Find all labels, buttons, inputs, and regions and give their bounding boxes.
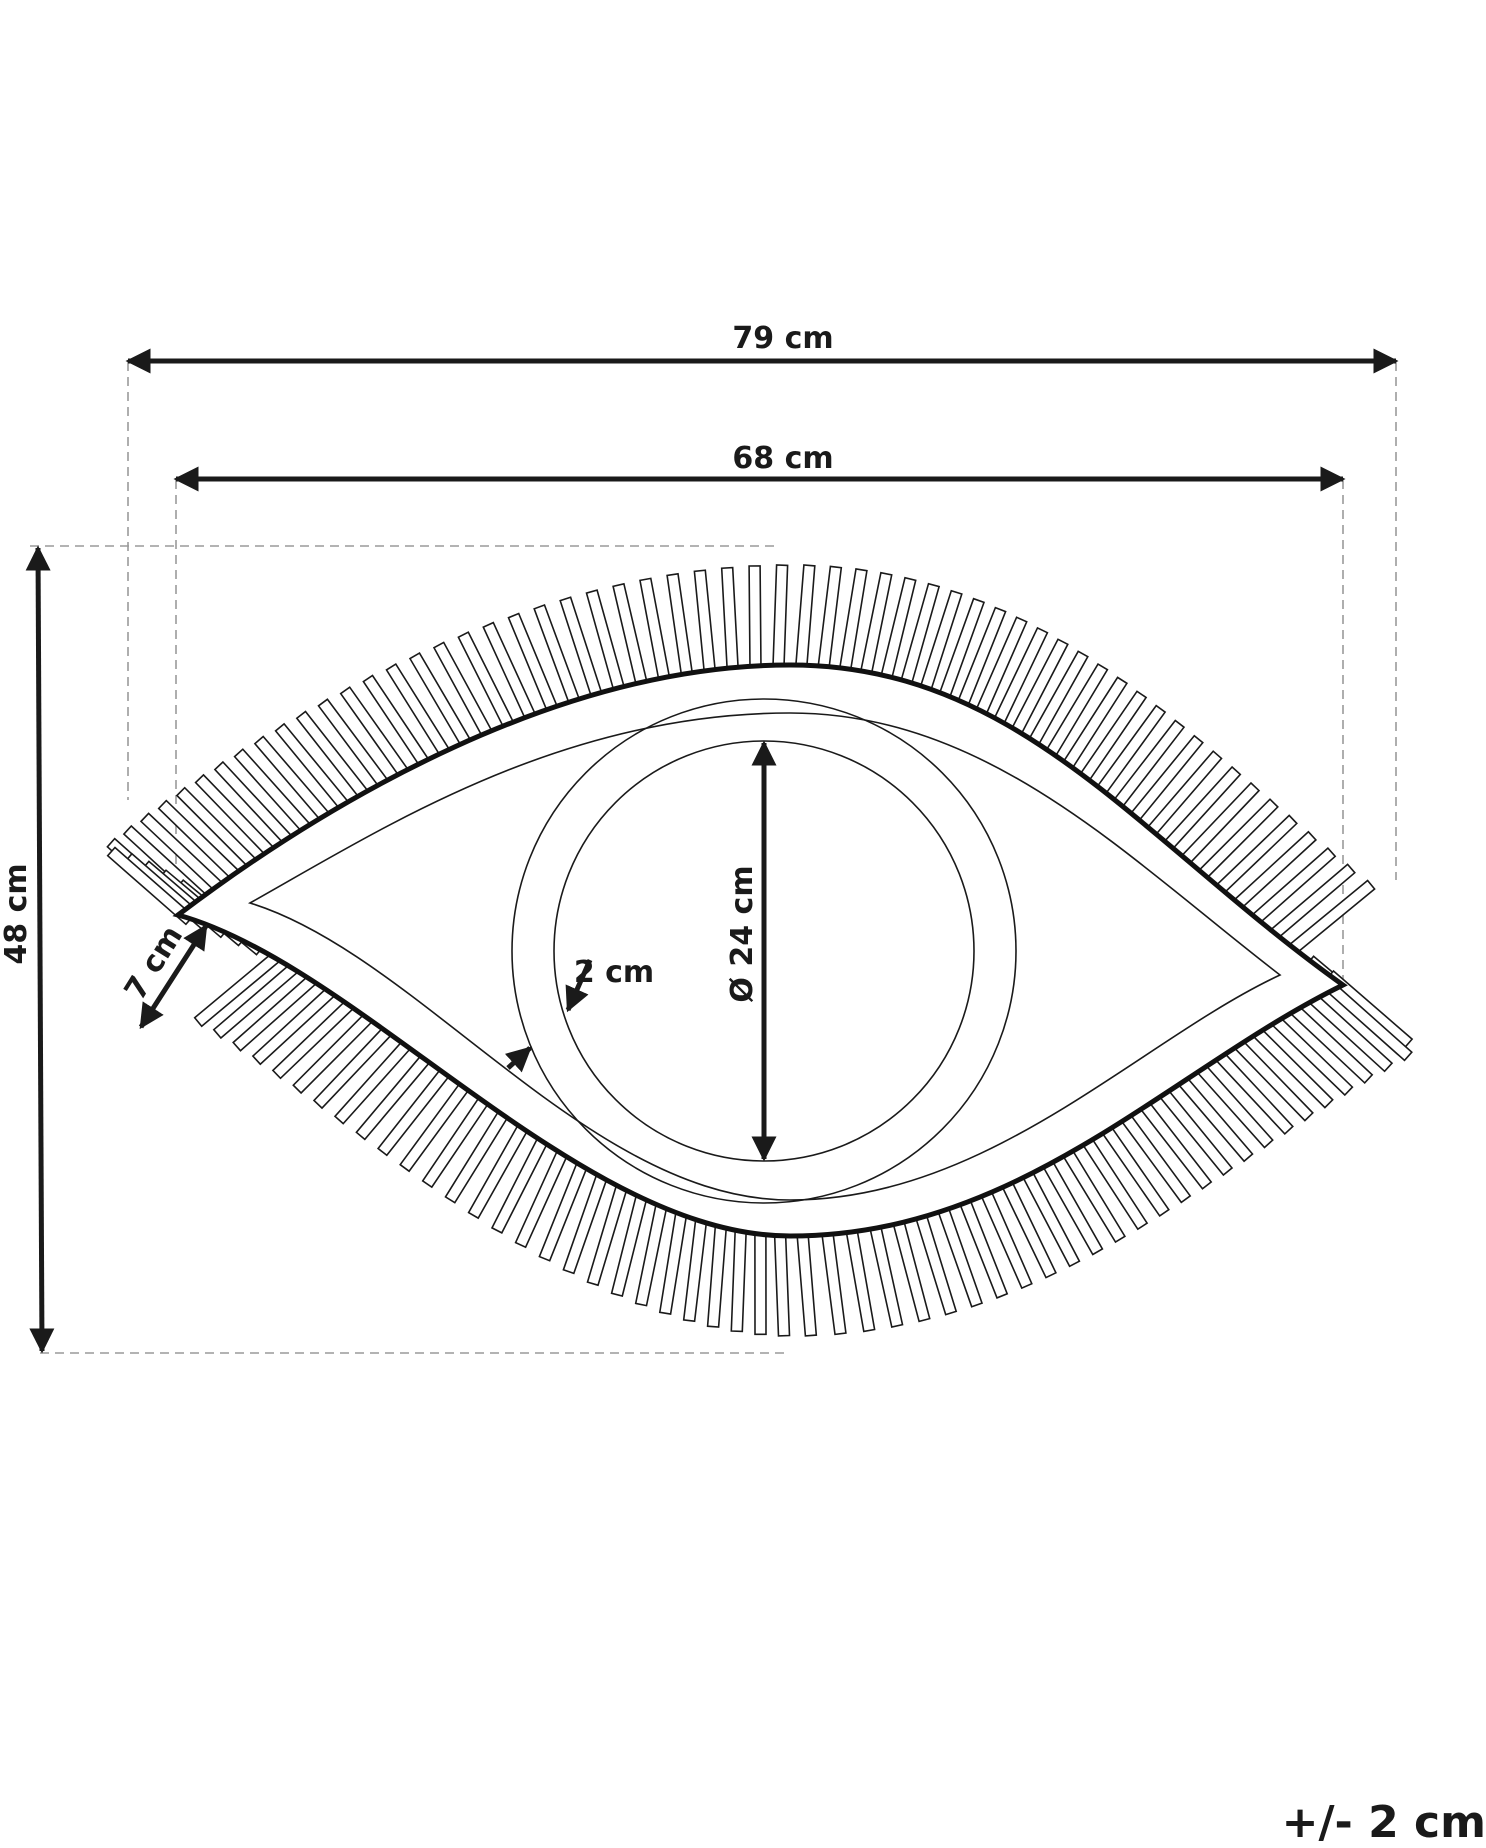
fringe-rod [682, 1215, 708, 1323]
fringe-rod [754, 1229, 767, 1336]
fringe-rod [490, 1134, 550, 1234]
inner-width-label: 68 cm [732, 441, 833, 476]
fringe-rod [796, 1230, 818, 1337]
fringe-rod [820, 1228, 847, 1336]
fringe-rod [457, 631, 516, 732]
eye-inner-line [247, 712, 1282, 1201]
fringe-rod [772, 564, 789, 671]
frame-width-arrow-outer [565, 958, 593, 1013]
height-label: 48 cm [0, 863, 34, 964]
frame-width-arrow-inner [504, 1046, 532, 1073]
fringe-rods [106, 564, 1414, 1337]
fringe-rod [720, 566, 740, 673]
fringe-rod [658, 1208, 689, 1316]
fringe-rod [773, 1230, 791, 1337]
fringe-rod [730, 1226, 748, 1333]
height-dimension [25, 545, 55, 1354]
fringe-rod [816, 565, 843, 672]
fringe-rod [794, 564, 816, 671]
fringe-rod [639, 577, 672, 684]
fringe-rod [693, 569, 717, 676]
fringe-rod [748, 565, 762, 671]
fringe-rod [706, 1221, 728, 1328]
dimension-diagram: 79 cm 68 cm 48 cm Ø 24 cm 2 cm 7 cm +/- … [0, 321, 1486, 1848]
overall-width-label: 79 cm [732, 321, 833, 356]
fringe-rod [999, 1178, 1057, 1279]
tolerance-note: +/- 2 cm [1281, 1797, 1486, 1848]
fringe-rod [106, 846, 195, 926]
fringe-rod [666, 572, 694, 680]
pupil-diameter-label: Ø 24 cm [725, 865, 760, 1002]
fringe-rod [467, 1121, 531, 1220]
frame-width-label: 2 cm [574, 955, 654, 990]
eye-mirror-drawing: 79 cm 68 cm 48 cm Ø 24 cm 2 cm 7 cm [0, 321, 1414, 1354]
fringe-rod [844, 1226, 876, 1333]
pupil-frame-outer [511, 698, 1017, 1204]
fringe-length-dimension [138, 923, 209, 1030]
